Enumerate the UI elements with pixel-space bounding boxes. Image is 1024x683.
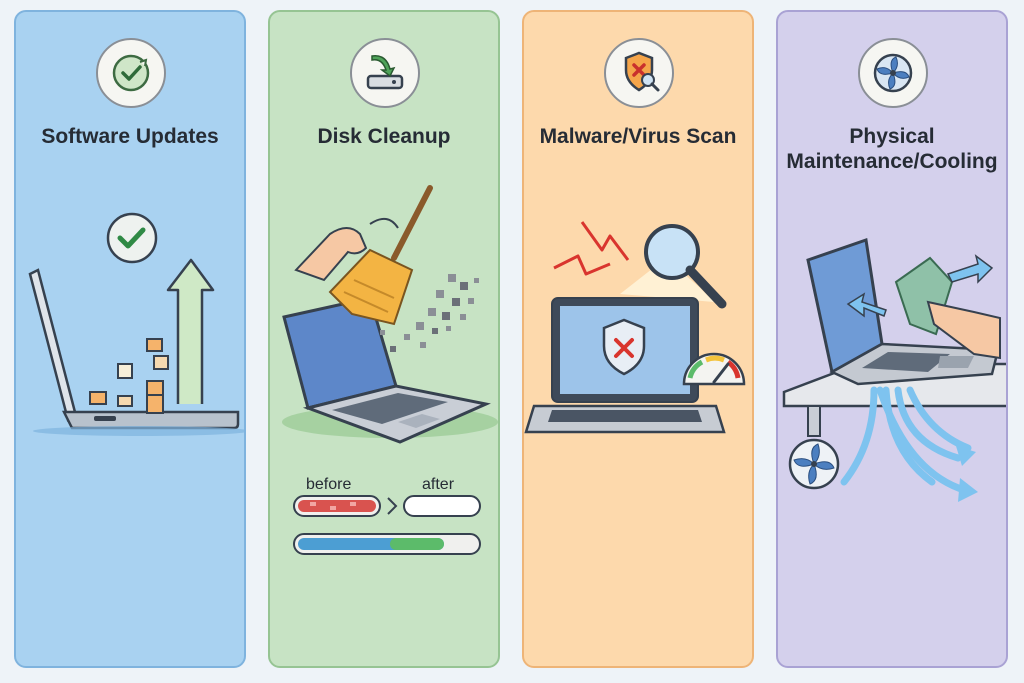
up-arrow-icon: [166, 258, 215, 404]
pixel-dust: [380, 274, 479, 352]
panel-disk-cleanup: Disk Cleanup: [268, 10, 500, 668]
fan-icon: [858, 38, 928, 108]
progress-bar: [293, 533, 481, 555]
wipe-arrows-icon: [846, 254, 994, 318]
panel-title: Disk Cleanup: [317, 125, 451, 148]
panel-title: Physical Maintenance/Cooling: [786, 125, 998, 173]
check-refresh-icon: [96, 38, 166, 108]
desk-fan-icon: [788, 438, 840, 490]
panel-malware-virus-scan: Malware/Virus Scan: [522, 10, 754, 668]
panel-physical-maintenance-cooling: Physical Maintenance/Cooling: [776, 10, 1008, 668]
laptop-icon: [28, 268, 244, 436]
update-blocks: [89, 338, 169, 414]
after-label: after: [422, 476, 455, 493]
before-bar: [293, 495, 381, 517]
malware-scan-illustration: [524, 221, 746, 434]
laptop-icon: [282, 296, 498, 444]
airflow-arrows-icon: [840, 386, 972, 494]
laptop-icon: [806, 237, 1000, 386]
before-label: before: [306, 476, 351, 493]
gauge-icon: [682, 352, 746, 386]
shield-x-icon: [602, 318, 646, 376]
check-circle-icon: [106, 212, 158, 264]
panel-software-updates: Software Updates: [14, 10, 246, 668]
after-bar: [403, 495, 481, 517]
shield-x-magnifier-icon: [604, 38, 674, 108]
software-updates-illustration: [28, 212, 244, 436]
magnifier-icon: [644, 224, 727, 309]
broom-icon: [328, 185, 433, 326]
arrow-right-icon: [387, 497, 398, 515]
airflow-arrowheads: [956, 446, 978, 502]
panel-title: Malware/Virus Scan: [539, 125, 737, 148]
panel-title: Software Updates: [41, 125, 219, 148]
drive-download-icon: [350, 38, 420, 108]
cooling-illustration: [782, 237, 1006, 502]
lightning-icon: [553, 221, 630, 276]
hand-icon: [926, 300, 1001, 360]
disk-cleanup-illustration: before after: [282, 185, 498, 555]
hand-icon: [294, 217, 399, 282]
